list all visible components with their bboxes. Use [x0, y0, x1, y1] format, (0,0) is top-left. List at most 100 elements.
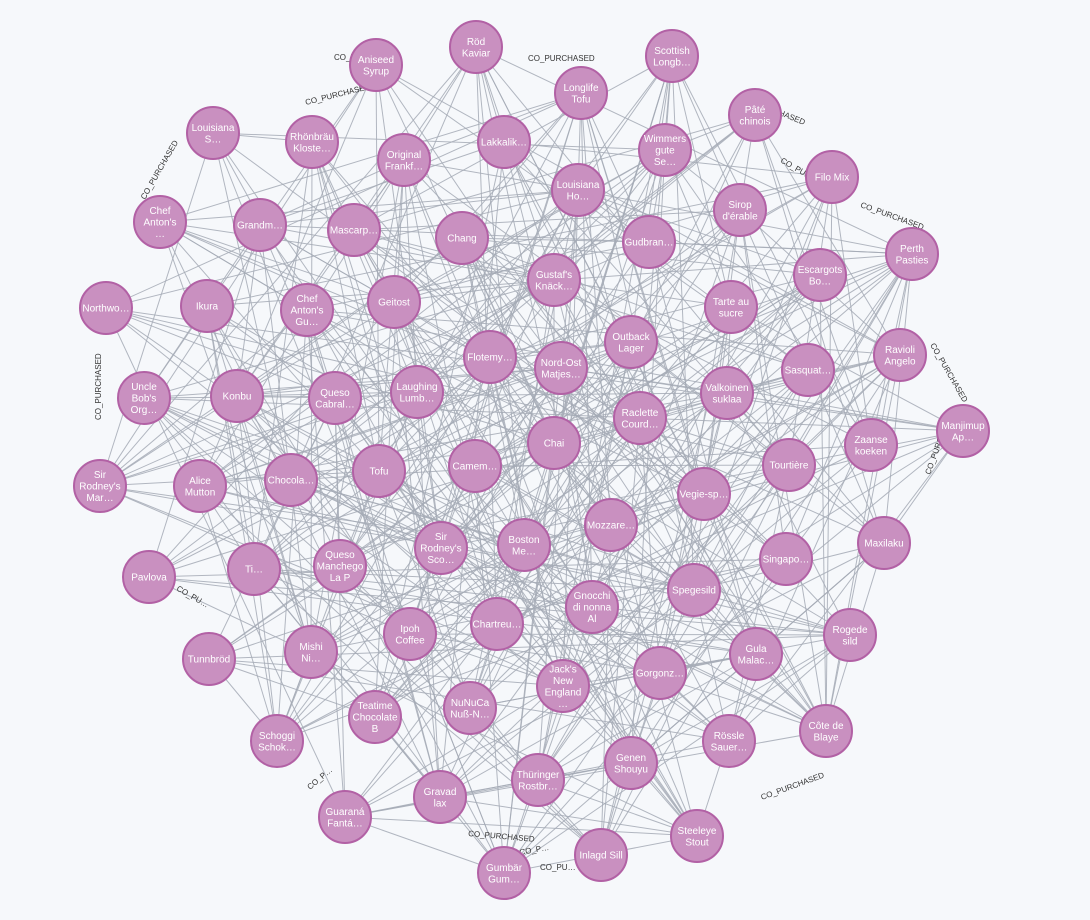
node-nunuca-nuss[interactable]: NuNuCaNuß-N…	[443, 681, 497, 735]
node-circle[interactable]	[781, 343, 835, 397]
node-circle[interactable]	[308, 371, 362, 425]
co-purchased-edge[interactable]	[259, 189, 579, 226]
node-circle[interactable]	[463, 330, 517, 384]
co-purchased-edge[interactable]	[671, 55, 732, 308]
co-purchased-edge[interactable]	[374, 354, 901, 718]
node-raclette-courd[interactable]: RacletteCourd…	[613, 391, 667, 445]
node-circle[interactable]	[210, 369, 264, 423]
co-purchased-edge[interactable]	[489, 274, 821, 358]
node-circle[interactable]	[383, 607, 437, 661]
co-purchased-edge[interactable]	[206, 305, 255, 570]
node-circle[interactable]	[390, 365, 444, 419]
node-circle[interactable]	[497, 518, 551, 572]
co-purchased-edge[interactable]	[474, 306, 732, 467]
co-purchased-edge[interactable]	[671, 55, 872, 446]
co-purchased-edge[interactable]	[105, 307, 790, 466]
node-circle[interactable]	[527, 253, 581, 307]
node-circle[interactable]	[352, 444, 406, 498]
co-purchased-edge[interactable]	[212, 132, 666, 151]
node-circle[interactable]	[844, 418, 898, 472]
co-purchased-edge[interactable]	[403, 159, 698, 837]
node-circle[interactable]	[318, 790, 372, 844]
co-purchased-edge[interactable]	[671, 55, 885, 544]
node-louisiana-s[interactable]: LouisianaS…	[186, 106, 240, 160]
co-purchased-edge[interactable]	[374, 159, 405, 718]
co-purchased-edge[interactable]	[639, 354, 901, 419]
node-circle[interactable]	[79, 281, 133, 335]
node-circle[interactable]	[805, 150, 859, 204]
co-purchased-edge[interactable]	[403, 159, 418, 393]
node-original-frankf[interactable]: OriginalFrankf…	[377, 133, 431, 187]
co-purchased-edge[interactable]	[560, 367, 787, 560]
co-purchased-edge[interactable]	[208, 658, 376, 718]
co-purchased-edge[interactable]	[236, 224, 261, 397]
co-purchased-edge[interactable]	[883, 253, 913, 544]
co-purchased-edge[interactable]	[334, 397, 498, 625]
node-circle[interactable]	[574, 828, 628, 882]
co-purchased-edge[interactable]	[659, 392, 728, 674]
co-purchased-edge[interactable]	[159, 221, 308, 311]
node-ikura[interactable]: Ikura	[180, 279, 234, 333]
node-circle[interactable]	[180, 279, 234, 333]
node-mascarp[interactable]: Mascarp…	[327, 203, 381, 257]
co-purchased-edge[interactable]	[503, 634, 851, 874]
co-purchased-edge[interactable]	[469, 417, 641, 709]
co-purchased-edge[interactable]	[159, 92, 582, 223]
co-purchased-edge[interactable]	[639, 417, 661, 674]
node-sir-rodneys-mar[interactable]: SirRodney'sMar…	[73, 459, 127, 513]
node-spegesild[interactable]: Spegesild	[667, 563, 721, 617]
node-sir-rodneys-sco[interactable]: SirRodney'sSco…	[414, 521, 468, 575]
node-chef-antons-gu[interactable]: ChefAnton'sGu…	[280, 283, 334, 337]
co-purchased-edge[interactable]	[610, 369, 809, 526]
co-purchased-edge[interactable]	[159, 221, 395, 303]
node-circle[interactable]	[799, 704, 853, 758]
node-jacks-new-england[interactable]: Jack'sNewEngland…	[536, 659, 590, 713]
node-tofu[interactable]: Tofu	[352, 444, 406, 498]
co-purchased-edge[interactable]	[560, 367, 728, 394]
node-circle[interactable]	[677, 467, 731, 521]
co-purchased-edge[interactable]	[475, 46, 885, 544]
node-circle[interactable]	[477, 846, 531, 900]
co-purchased-edge[interactable]	[489, 356, 787, 560]
node-gudbran[interactable]: Gudbran…	[622, 215, 676, 269]
node-nord-ost-matjes[interactable]: Nord-OstMatjes…	[534, 341, 588, 395]
node-uncle-bobs-org[interactable]: UncleBob'sOrg…	[117, 371, 171, 425]
co-purchased-edge[interactable]	[276, 241, 650, 742]
node-louisiana-ho[interactable]: LouisianaHo…	[551, 163, 605, 217]
co-purchased-edge[interactable]	[461, 237, 809, 371]
node-boston-me[interactable]: BostonMe…	[497, 518, 551, 572]
co-purchased-edge[interactable]	[143, 397, 827, 732]
co-purchased-edge[interactable]	[212, 132, 292, 481]
co-purchased-edge[interactable]	[339, 465, 476, 567]
co-purchased-edge[interactable]	[290, 479, 695, 591]
node-circle[interactable]	[551, 163, 605, 217]
co-purchased-edge[interactable]	[648, 241, 913, 255]
node-ti[interactable]: Ti…	[227, 542, 281, 596]
co-purchased-edge[interactable]	[344, 430, 964, 818]
co-purchased-edge[interactable]	[253, 141, 313, 570]
co-purchased-edge[interactable]	[523, 544, 730, 742]
node-mozzare[interactable]: Mozzare…	[584, 498, 638, 552]
node-circle[interactable]	[873, 328, 927, 382]
co-purchased-edge[interactable]	[306, 309, 705, 495]
co-purchased-edge[interactable]	[461, 237, 650, 243]
node-circle[interactable]	[759, 532, 813, 586]
node-chocola[interactable]: Chocola…	[264, 453, 318, 507]
node-circle[interactable]	[534, 341, 588, 395]
node-circle[interactable]	[443, 681, 497, 735]
node-chai[interactable]: Chai	[527, 416, 581, 470]
node-flotemy[interactable]: Flotemy…	[463, 330, 517, 384]
node-tourtiere[interactable]: Tourtière	[762, 438, 816, 492]
node-circle[interactable]	[713, 183, 767, 237]
co-purchased-edge[interactable]	[664, 149, 872, 446]
co-purchased-edge[interactable]	[503, 141, 562, 369]
co-purchased-edge[interactable]	[496, 279, 555, 625]
co-purchased-edge[interactable]	[630, 341, 885, 544]
